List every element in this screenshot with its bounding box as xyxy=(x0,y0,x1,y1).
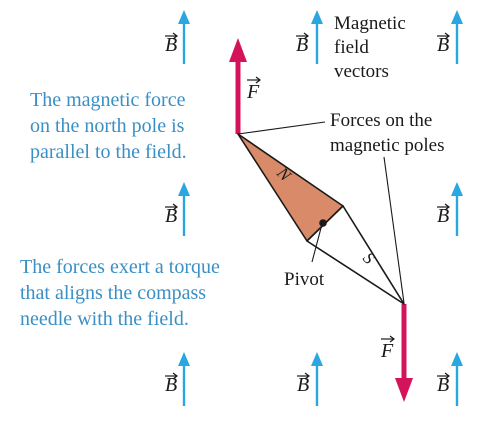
caption-parallel-force: The magnetic force on the north pole is … xyxy=(30,89,190,163)
force-on-north-pole: F xyxy=(229,38,261,134)
field-vectors: B B B B B xyxy=(165,10,463,406)
field-vector: B xyxy=(296,10,323,64)
force-on-south-pole: F xyxy=(380,304,413,402)
field-vector-label: B xyxy=(296,34,308,56)
pivot-point xyxy=(319,219,327,227)
leader-lines xyxy=(237,121,405,304)
field-vector-label: B xyxy=(437,34,449,56)
field-vector-label: B xyxy=(437,205,449,227)
field-vector: B xyxy=(165,352,190,406)
compass-needle: N S xyxy=(237,133,405,305)
caption-torque: The forces exert a torque that aligns th… xyxy=(20,256,225,330)
forces-on-poles-label: Forces on the magnetic poles xyxy=(330,110,445,156)
field-vector-label: B xyxy=(437,374,449,396)
force-label-south: F xyxy=(380,340,394,362)
field-vector-label: B xyxy=(165,205,177,227)
field-vector: B xyxy=(437,10,463,64)
field-vector: B xyxy=(437,182,463,236)
field-vectors-label: Magnetic field vectors xyxy=(334,13,411,82)
pivot-label: Pivot xyxy=(284,269,325,290)
field-vector: B xyxy=(297,352,323,406)
field-vector: B xyxy=(165,10,190,64)
field-vector-label: B xyxy=(165,374,177,396)
force-label-north: F xyxy=(246,81,260,103)
field-vector-label: B xyxy=(165,34,177,56)
field-vector: B xyxy=(165,182,190,236)
field-vector: B xyxy=(437,352,463,406)
field-vector-label: B xyxy=(297,374,309,396)
